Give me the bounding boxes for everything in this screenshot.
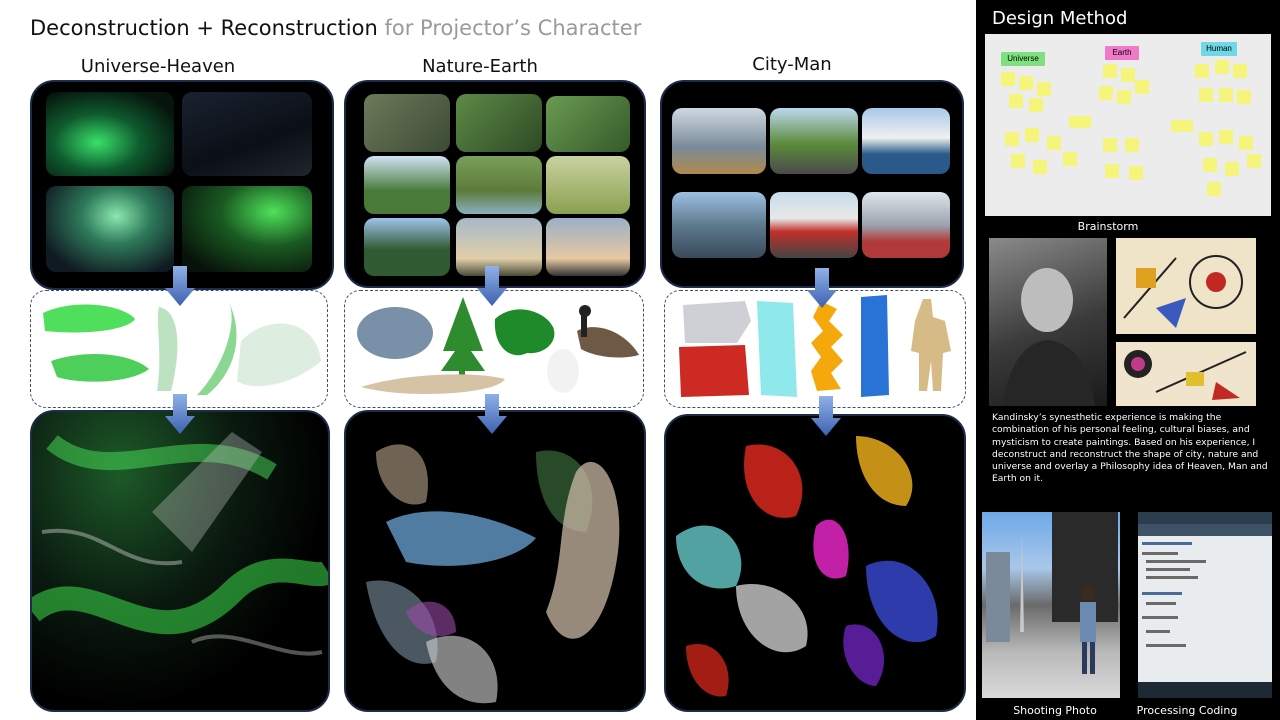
sticky-note [1029,98,1043,112]
sticky-note [1033,160,1047,174]
sticky-label-earth: Earth [1105,46,1139,60]
sticky-label-human: Human [1201,42,1237,56]
sticky-note [1237,90,1251,104]
kandinsky-portrait [989,238,1107,406]
sticky-note [1219,88,1233,102]
nature-photo-5 [456,156,542,214]
arrow-down-icon [165,266,195,306]
nature-photo-7 [364,218,450,276]
nature-photo-1 [364,94,450,152]
nature-photo-2 [456,94,542,152]
heading-city-man: City-Man [752,54,832,75]
sticky-label-universe: Universe [1001,52,1045,66]
sticky-note [1121,68,1135,82]
sticky-note [1103,138,1117,152]
nature-photo-panel [344,80,646,288]
kandinsky-painting-1 [1116,238,1256,334]
city-photo-6 [862,192,950,258]
nature-photo-3 [546,96,630,152]
aurora-photo-3 [182,186,312,272]
universe-shapes-box [30,290,328,408]
universe-reconstruction [32,432,328,656]
heading-universe-heaven: Universe-Heaven [80,56,236,77]
kandinsky-painting-2 [1116,342,1256,406]
sticky-note [1219,130,1233,144]
nature-photo-4 [364,156,450,214]
nature-shapes-box [344,290,644,408]
city-photo-2 [770,108,858,174]
page-title: Deconstruction + Reconstruction for Proj… [30,16,641,40]
sticky-note [1117,90,1131,104]
processing-coding-caption: Processing Coding [1136,704,1238,717]
sticky-note [1025,128,1039,142]
city-photo-5 [770,192,858,258]
nature-photo-6 [546,156,630,214]
sticky-note [1005,132,1019,146]
night-sky-photo [182,92,312,176]
sticky-note [1069,116,1091,128]
sticky-note [1011,154,1025,168]
universe-shapes [43,299,321,395]
sticky-note [1207,182,1221,196]
city-photo-1 [672,108,766,174]
sidebar-title: Design Method [992,8,1128,29]
sticky-note [1099,86,1113,100]
sticky-note [1239,136,1253,150]
sticky-note [1171,120,1193,132]
sticky-note [1001,72,1015,86]
sticky-note [1047,136,1061,150]
city-photo-3 [862,108,950,174]
city-shapes-box [664,290,966,408]
city-reconstruction-panel [664,414,966,712]
sticky-note [1225,162,1239,176]
city-photo-panel [660,80,964,288]
processing-coding-screenshot [1138,512,1272,698]
arrow-down-icon [811,396,841,436]
sticky-note [1019,76,1033,90]
shooting-photo-caption: Shooting Photo [1013,704,1097,717]
city-shapes [679,295,951,397]
heading-nature-earth: Nature-Earth [422,56,538,77]
sticky-note [1199,132,1213,146]
arrow-down-icon [477,266,507,306]
aurora-photo-2 [46,186,174,272]
brainstorm-caption: Brainstorm [1077,220,1139,233]
sticky-note [1199,88,1213,102]
universe-photo-panel [30,80,334,290]
brainstorm-board: Universe Earth Human [985,34,1271,216]
kandinsky-description: Kandinsky’s synesthetic experience is ma… [992,412,1268,485]
sticky-note [1105,164,1119,178]
sticky-note [1233,64,1247,78]
sticky-note [1129,166,1143,180]
shooting-photo [982,512,1120,698]
arrow-down-icon [477,394,507,434]
nature-shapes [357,297,639,394]
nature-reconstruction-panel [344,410,646,712]
sticky-note [1103,64,1117,78]
sticky-note [1195,64,1209,78]
sticky-note [1247,154,1261,168]
arrow-down-icon [165,394,195,434]
arrow-down-icon [807,268,837,308]
sticky-note [1063,152,1077,166]
sticky-note [1037,82,1051,96]
aurora-photo-1 [46,92,174,176]
nature-reconstruction [366,444,620,704]
sticky-note [1135,80,1149,94]
city-reconstruction [676,436,938,697]
sticky-note [1125,138,1139,152]
city-photo-4 [672,192,766,258]
universe-reconstruction-panel [30,410,330,712]
sticky-note [1203,158,1217,172]
title-main: Deconstruction + Reconstruction [30,16,378,40]
sticky-note [1009,94,1023,108]
title-sub: for Projector’s Character [384,16,642,40]
sticky-note [1215,60,1229,74]
nature-photo-9 [546,218,630,276]
